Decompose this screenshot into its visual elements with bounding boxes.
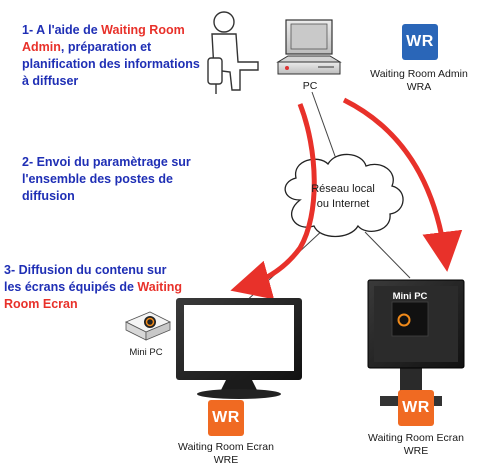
- step-3-text: 3- Diffusion du contenu sur les écrans é…: [4, 263, 183, 311]
- step-2-text: 2- Envoi du paramètrage sur l'ensemble d…: [22, 155, 191, 203]
- wra-label-line1: Waiting Room Admin: [370, 68, 468, 80]
- wra-label-line2: WRA: [406, 81, 432, 93]
- widescreen-monitor-icon: [176, 298, 302, 399]
- arrow-to-right-screen: [342, 97, 463, 272]
- wre-left-label-line2: WRE: [213, 454, 239, 466]
- wre-left-label-line1: Waiting Room Ecran: [178, 441, 274, 453]
- step-1-text: 1- A l'aide de Waiting Room Admin, prépa…: [22, 23, 200, 88]
- wra-logo: WR: [402, 24, 438, 60]
- network-line: [364, 231, 411, 279]
- wre-right-label: Waiting Room Ecran WRE: [358, 432, 474, 458]
- wra-label: Waiting Room Admin WRA: [358, 68, 480, 94]
- cloud-label-line2: ou Internet: [316, 198, 370, 210]
- wre-right-label-line1: Waiting Room Ecran: [368, 432, 464, 444]
- user-icon: [207, 11, 259, 94]
- wre-right-label-line2: WRE: [403, 445, 429, 457]
- desktop-pc-icon: [276, 19, 342, 75]
- arrow-to-left-screen: [230, 103, 317, 300]
- wre-left-logo: WR: [208, 400, 244, 436]
- cloud-label-line1: Réseau local: [311, 183, 375, 195]
- mini-pc-icon: [125, 311, 171, 341]
- mini-pc-label: Mini PC: [129, 347, 163, 358]
- wre-left-label: Waiting Room Ecran WRE: [168, 441, 284, 467]
- pc-label: PC: [302, 80, 318, 92]
- cloud-label: Réseau local ou Internet: [298, 182, 388, 212]
- mini-pc-overlay-label: Mini PC: [392, 291, 428, 302]
- wre-right-logo: WR: [398, 390, 434, 426]
